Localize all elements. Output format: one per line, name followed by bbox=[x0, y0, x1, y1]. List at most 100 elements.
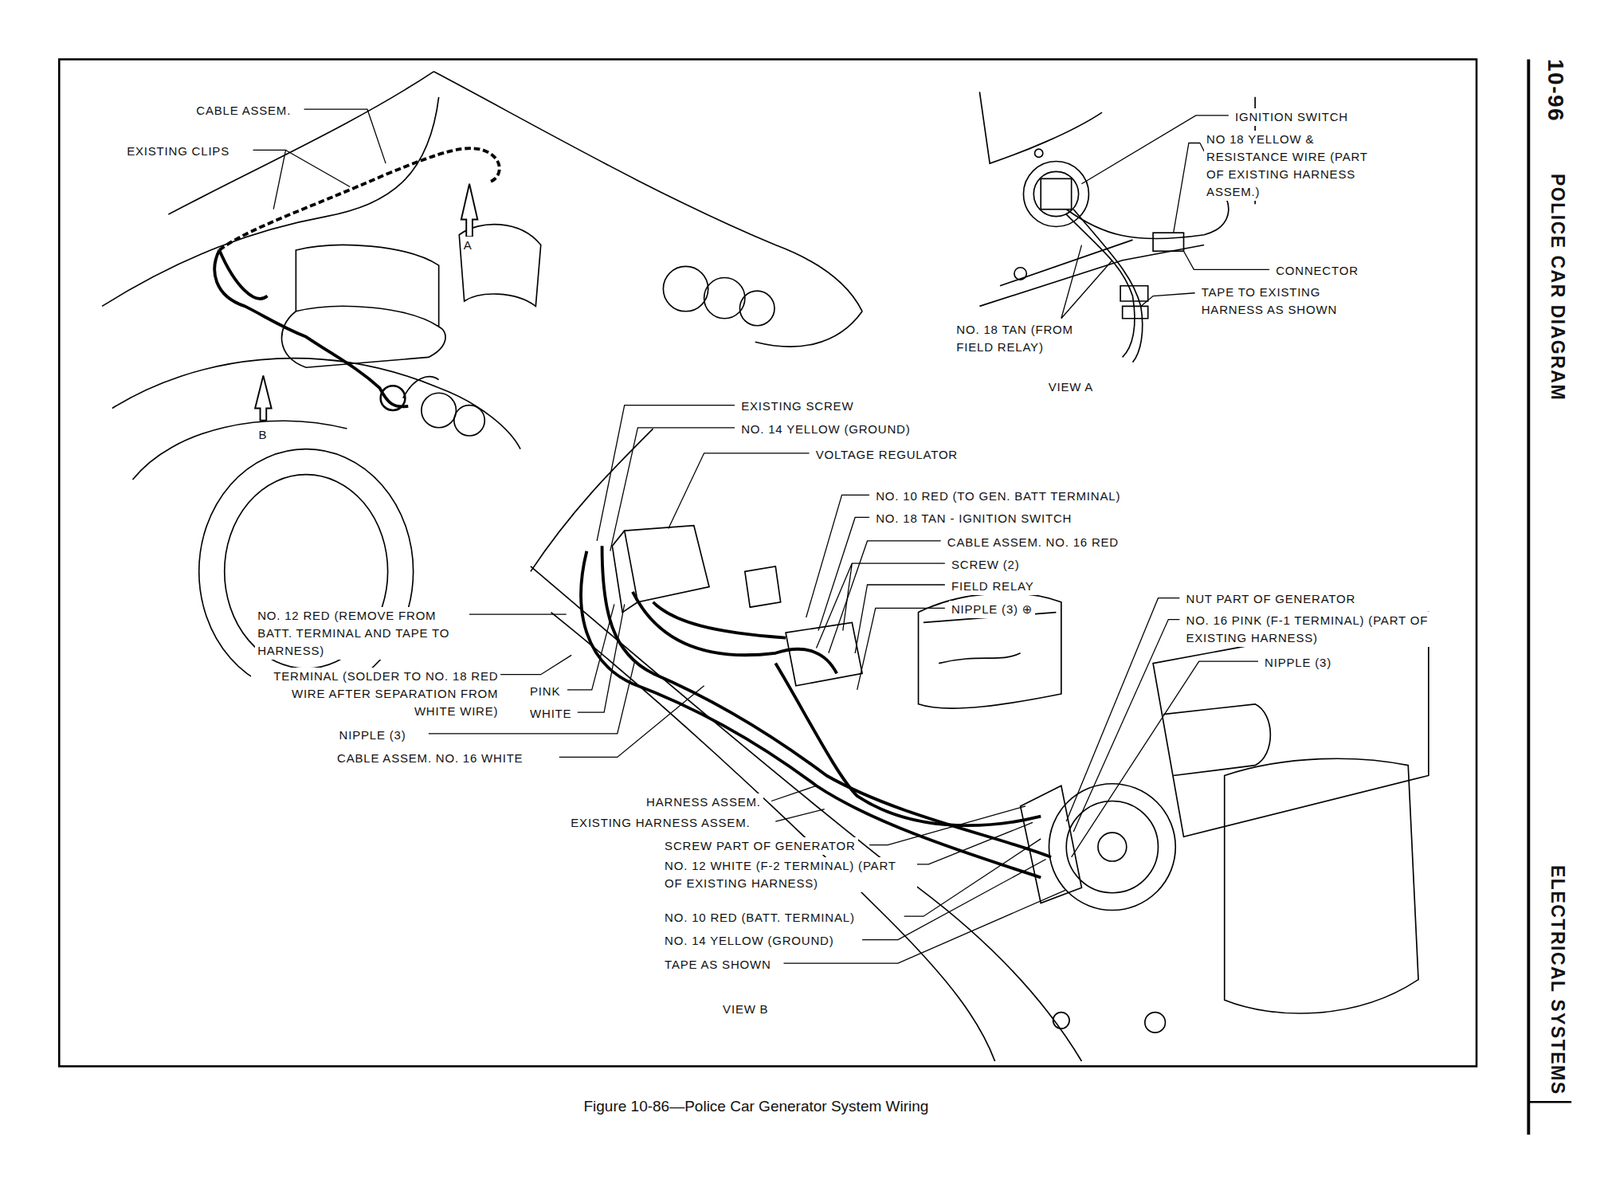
callout-label: WHITE bbox=[527, 705, 574, 723]
leader-line bbox=[253, 149, 351, 209]
page-rule bbox=[1528, 1101, 1572, 1104]
leader-line bbox=[857, 607, 946, 690]
callout-label: B bbox=[255, 426, 270, 444]
view-b-sketch bbox=[624, 525, 710, 603]
car-harness bbox=[214, 148, 499, 411]
leader-line bbox=[1141, 293, 1196, 307]
callout-label: NO. 10 RED (BATT. TERMINAL) bbox=[662, 909, 858, 927]
car-body-sketch bbox=[530, 428, 654, 572]
leader-line bbox=[815, 563, 945, 648]
callout-label: PINK bbox=[527, 682, 563, 701]
view-arrow bbox=[254, 184, 478, 421]
view-a-sketch bbox=[979, 91, 1102, 164]
view-b-sketch bbox=[745, 566, 781, 608]
view-a-sketch bbox=[1023, 161, 1089, 228]
callout-label: TERMINAL (SOLDER TO NO. 18 RED WIRE AFTE… bbox=[250, 667, 501, 721]
view-a-sketch bbox=[1040, 178, 1071, 209]
view-b-sketch bbox=[1224, 758, 1419, 1014]
leader-line bbox=[577, 603, 625, 713]
leader-line bbox=[668, 453, 810, 530]
car-body-sketch bbox=[101, 97, 440, 307]
view-b-sketch bbox=[1163, 704, 1271, 777]
car-body-sketch bbox=[403, 376, 440, 399]
callout-label: VIEW A bbox=[1046, 378, 1096, 397]
leader-line bbox=[775, 809, 824, 822]
callout-label: EXISTING HARNESS ASSEM. bbox=[568, 814, 753, 832]
callout-label: NIPPLE (3) bbox=[337, 726, 409, 745]
view-b-sketch bbox=[551, 612, 996, 1062]
view-b-harness bbox=[653, 602, 786, 639]
car-body-sketch bbox=[755, 311, 863, 347]
view-b-sketch bbox=[938, 653, 1020, 664]
callout-label: NIPPLE (3) ⊕ bbox=[949, 600, 1036, 619]
callout-label: CONNECTOR bbox=[1273, 262, 1361, 280]
leader-line bbox=[904, 839, 1042, 917]
callout-label: NUT PART OF GENERATOR bbox=[1184, 590, 1359, 608]
callout-label: NO 18 YELLOW & RESISTANCE WIRE (PART OF … bbox=[1203, 130, 1373, 201]
callout-label: NO. 18 TAN (FROM FIELD RELAY) bbox=[953, 321, 1112, 357]
view-b-harness bbox=[775, 663, 1041, 827]
leader-line bbox=[1071, 661, 1259, 858]
car-harness bbox=[219, 250, 267, 299]
leader-line bbox=[828, 541, 942, 654]
leader-line bbox=[1073, 619, 1180, 832]
callout-label: HARNESS ASSEM. bbox=[643, 793, 764, 812]
leader-line bbox=[1184, 250, 1271, 270]
car-body-sketch bbox=[739, 290, 775, 326]
leader-line bbox=[253, 109, 1270, 964]
car-body-sketch bbox=[704, 278, 746, 319]
callout-label: FIELD RELAY bbox=[949, 577, 1037, 596]
callout-label: VOLTAGE REGULATOR bbox=[813, 446, 961, 464]
car-body-sketch bbox=[662, 266, 708, 311]
callout-label: IGNITION SWITCH bbox=[1232, 108, 1351, 126]
view-b-harness bbox=[602, 545, 1051, 858]
callout-label: NO. 12 WHITE (F-2 TERMINAL) (PART OF EXI… bbox=[662, 857, 918, 893]
callout-label: SCREW PART OF GENERATOR bbox=[662, 837, 859, 855]
leader-line bbox=[500, 654, 573, 675]
figure-frame bbox=[58, 58, 1477, 1067]
car-body-sketch bbox=[132, 420, 347, 480]
view-b-sketch bbox=[1098, 832, 1127, 862]
leader-line bbox=[806, 494, 870, 618]
callout-label: CABLE ASSEM. NO. 16 RED bbox=[945, 533, 1122, 552]
view-b-sketch bbox=[530, 525, 1429, 1062]
leader-line bbox=[1061, 245, 1113, 319]
leader-line bbox=[559, 686, 705, 758]
figure-caption: Figure 10-86—Police Car Generator System… bbox=[580, 1098, 932, 1116]
view-a-sketch bbox=[1000, 239, 1133, 287]
view-a-sketch bbox=[1152, 232, 1184, 251]
view-b-sketch bbox=[611, 530, 638, 612]
car-body-sketch bbox=[282, 311, 447, 368]
callout-label: TAPE AS SHOWN bbox=[662, 956, 773, 974]
callout-label: VIEW B bbox=[720, 1000, 771, 1019]
view-b-sketch bbox=[785, 622, 863, 686]
callout-label: NO. 16 PINK (F-1 TERMINAL) (PART OF EXIS… bbox=[1184, 611, 1434, 648]
callout-label: TAPE TO EXISTING HARNESS AS SHOWN bbox=[1199, 283, 1368, 319]
callout-label: NO. 14 YELLOW (GROUND) bbox=[662, 932, 836, 950]
car-body-sketch bbox=[454, 405, 485, 436]
car-body-sketch bbox=[458, 224, 541, 307]
callout-label: CABLE ASSEM. bbox=[193, 101, 294, 120]
leader-line bbox=[854, 584, 946, 654]
car-harness bbox=[219, 148, 499, 251]
view-b-sketch bbox=[530, 566, 1083, 1062]
section-title: POLICE CAR DIAGRAM bbox=[1546, 173, 1569, 401]
view-a-sketch bbox=[1035, 149, 1044, 157]
chapter-title: ELECTRICAL SYSTEMS bbox=[1546, 865, 1569, 1096]
callout-label: NO. 14 YELLOW (GROUND) bbox=[738, 420, 913, 439]
callout-label: CABLE ASSEM. NO. 16 WHITE bbox=[334, 749, 526, 768]
car-body-sketch bbox=[101, 71, 863, 695]
view-a-sketch bbox=[1066, 194, 1229, 240]
car-harness bbox=[214, 250, 408, 407]
callout-label: EXISTING CLIPS bbox=[124, 142, 232, 161]
leader-line bbox=[771, 785, 816, 801]
view-a-sketch bbox=[1033, 171, 1079, 216]
callout-label: SCREW (2) bbox=[949, 556, 1023, 574]
callout-label: EXISTING SCREW bbox=[738, 397, 856, 416]
leader-line bbox=[908, 822, 1033, 865]
view-b-sketch bbox=[1145, 1012, 1166, 1034]
page-number: 10-96 bbox=[1542, 58, 1569, 122]
page-rule bbox=[1526, 58, 1530, 1135]
leader-line bbox=[596, 405, 735, 542]
callout-label: NO. 12 RED (REMOVE FROM BATT. TERMINAL A… bbox=[254, 607, 470, 660]
